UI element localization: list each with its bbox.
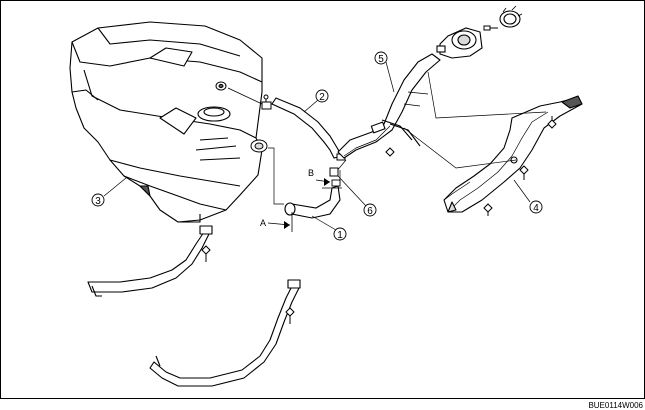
figure-code: BUE0114W006 (588, 401, 643, 410)
cap-bolt (483, 25, 498, 31)
filler-hose (284, 179, 341, 219)
view-a-label: A (260, 218, 266, 228)
callout-5: 5 (374, 51, 395, 93)
view-marker-b: B (308, 168, 342, 189)
callout-2-label: 2 (319, 92, 325, 103)
fuel-tank-strap-front (87, 225, 213, 297)
fuel-tank-strap-rear (149, 279, 301, 387)
view-marker-a: A (260, 212, 293, 232)
callout-3: 3 (91, 177, 127, 207)
callout-4-label: 4 (533, 203, 539, 214)
callout-2: 2 (303, 89, 329, 113)
callout-4: 4 (513, 179, 543, 214)
tank-filler-stub (215, 81, 268, 153)
filler-neck-top (436, 27, 483, 59)
callout-6-label: 6 (367, 206, 373, 217)
view-b-label: B (308, 168, 314, 178)
fuel-filler-cap (499, 5, 523, 28)
callout-1: 1 (311, 215, 347, 241)
filler-pipe-bracket (443, 95, 583, 213)
callout-5-label: 5 (378, 54, 384, 65)
fuel-tank (69, 21, 263, 223)
callout-3-label: 3 (95, 196, 101, 207)
reference-lines (403, 71, 547, 169)
vent-clip (261, 94, 272, 110)
filler-pipe (337, 53, 441, 159)
callout-6: 6 (337, 175, 377, 217)
bracket-bolts (385, 116, 557, 216)
callout-1-label: 1 (337, 230, 343, 241)
strap-bolts (201, 245, 295, 324)
